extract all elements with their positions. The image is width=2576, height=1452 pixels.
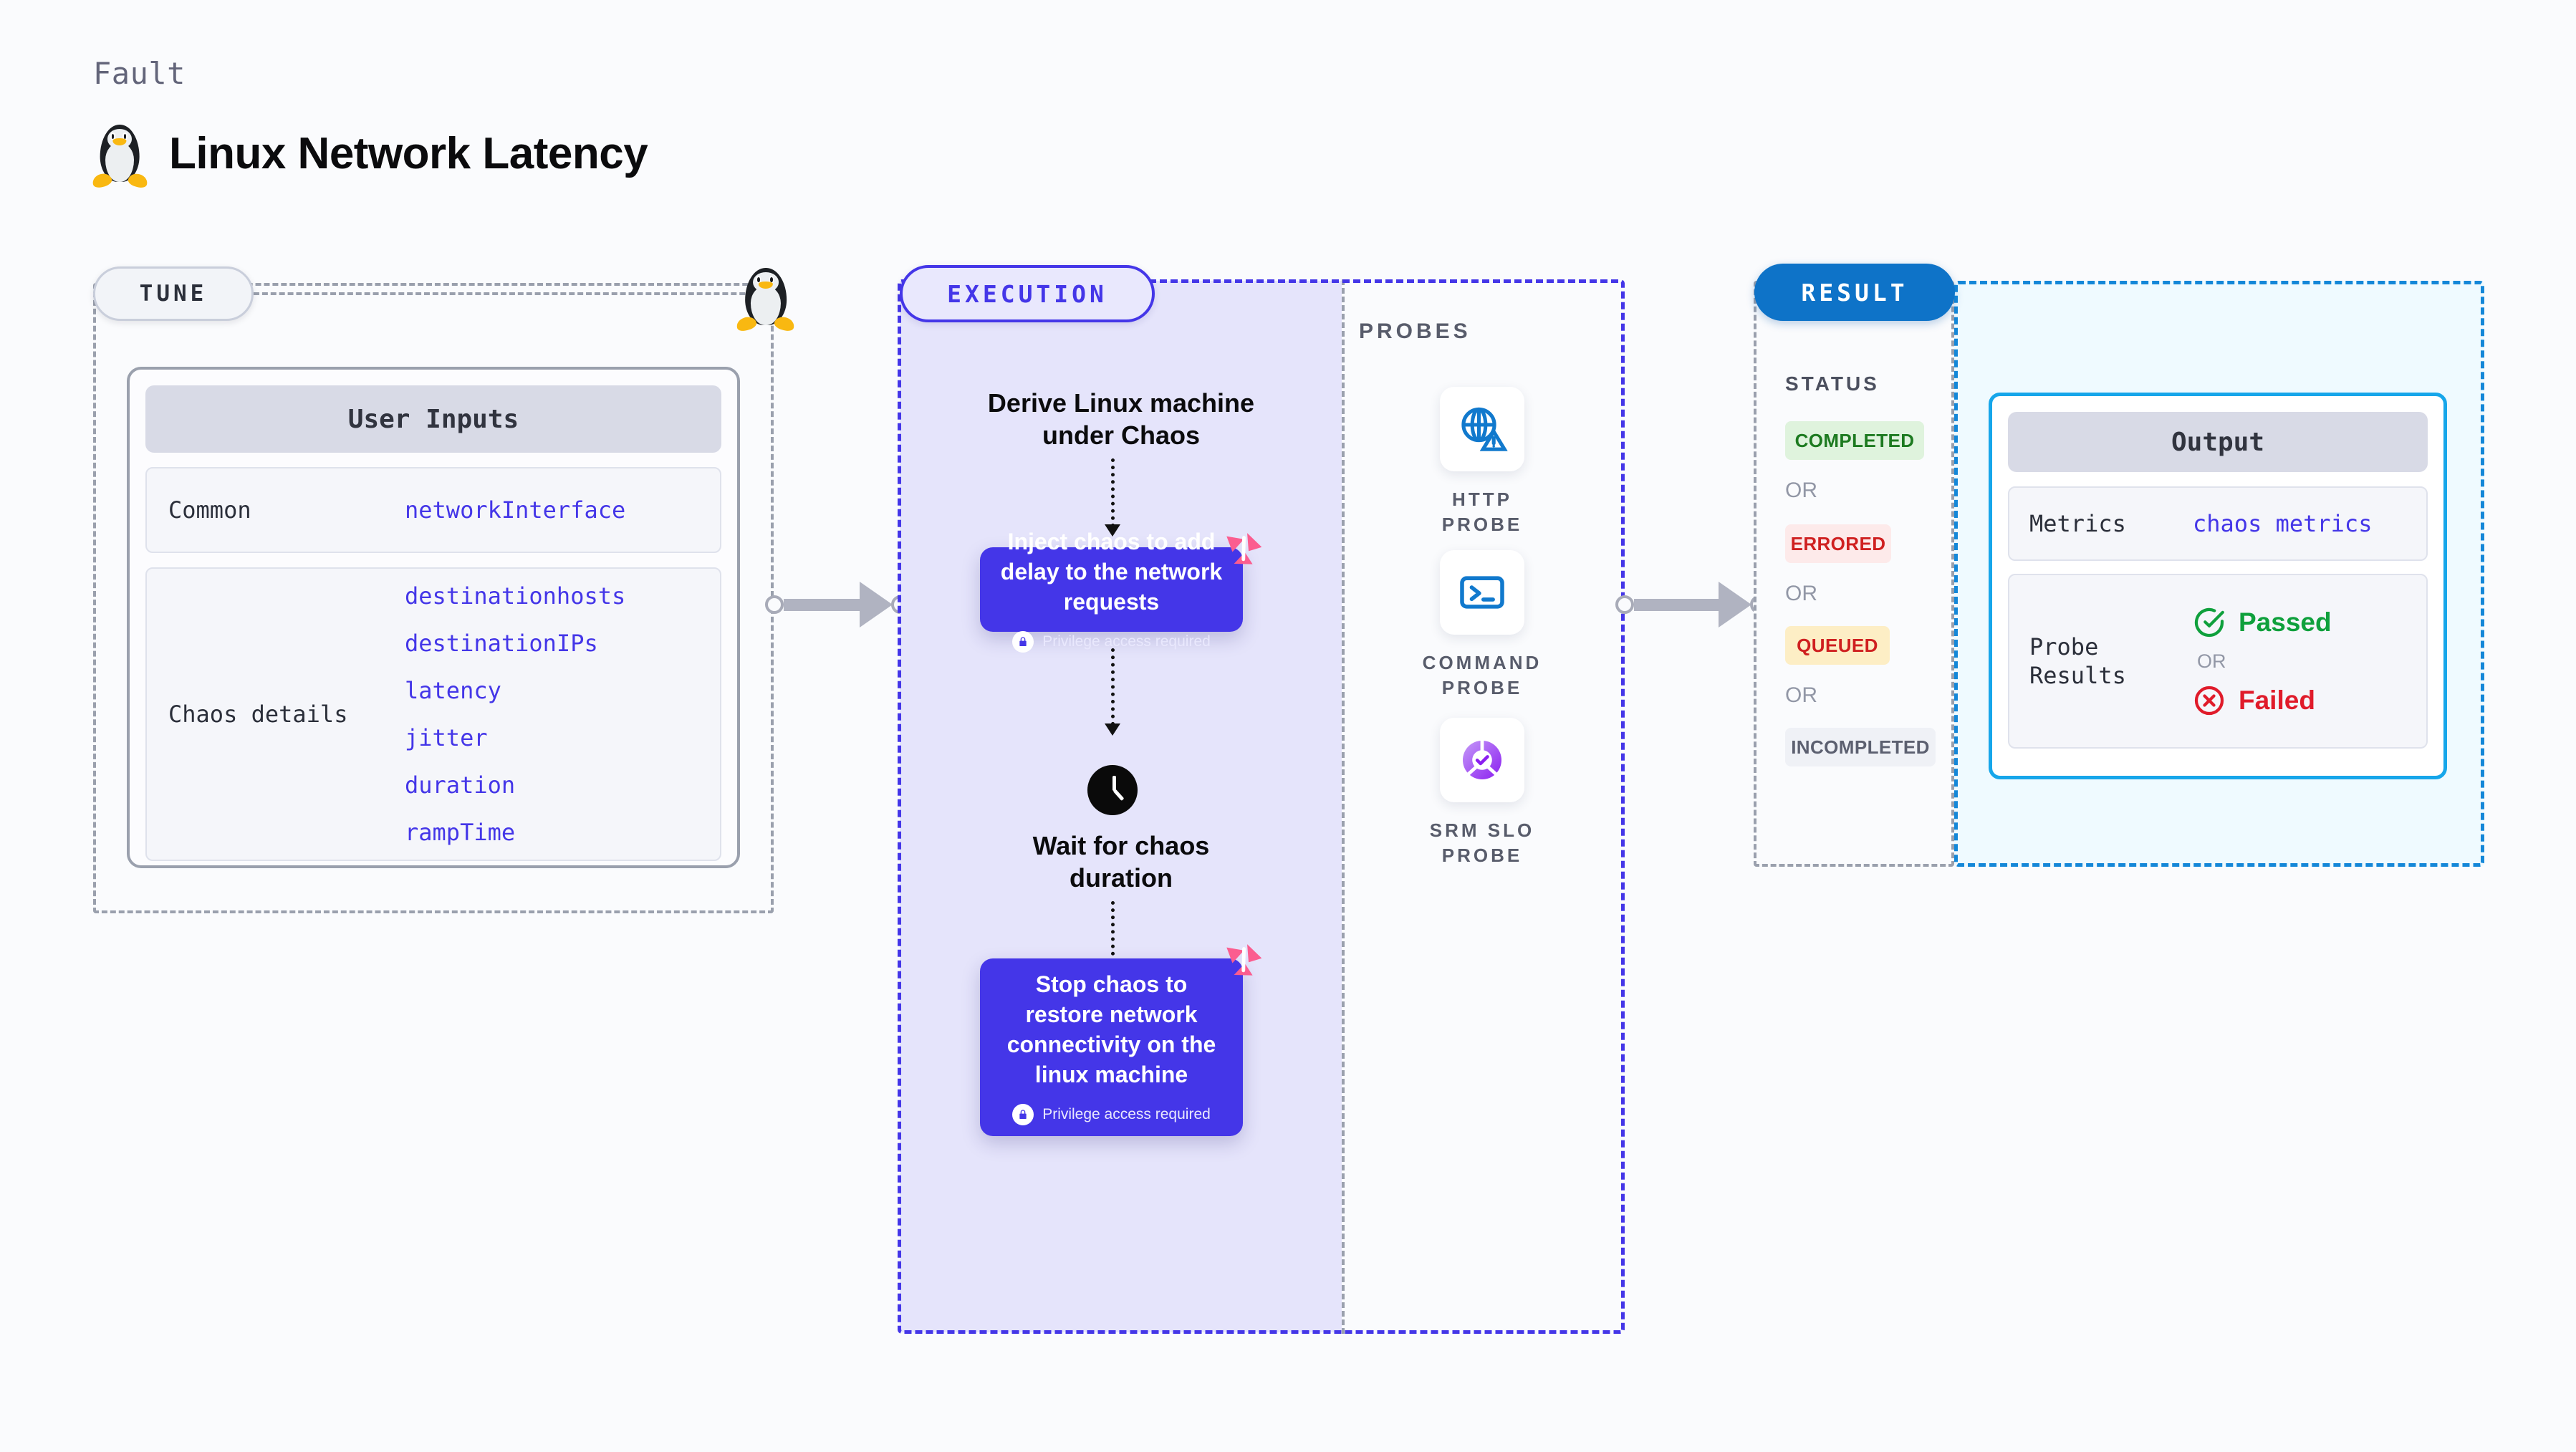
page-title: Linux Network Latency <box>169 128 648 178</box>
step-inject-chaos-text: Inject chaos to add delay to the network… <box>1000 528 1223 615</box>
or-label: OR <box>1785 683 1817 707</box>
probe-caption: HTTP PROBE <box>1441 489 1523 536</box>
probe-result-passed: Passed <box>2193 606 2332 639</box>
result-status-region <box>1754 281 1954 867</box>
harness-logo-icon <box>1226 944 1261 976</box>
step-wait-title: Wait for chaos duration <box>1032 831 1210 893</box>
connector-tune-to-execution <box>765 582 910 628</box>
lock-icon <box>1012 631 1034 653</box>
status-label: STATUS <box>1785 372 1880 395</box>
connector-arrowhead <box>1719 582 1751 628</box>
tune-value: jitter <box>405 724 488 751</box>
status-badge-completed: COMPLETED <box>1785 421 1924 460</box>
tune-row-chaos-details: Chaos details destinationhosts destinati… <box>145 567 721 861</box>
flow-line-2 <box>1111 648 1115 726</box>
probes-label: PROBES <box>1359 319 1471 343</box>
or-label: OR <box>1785 479 1817 502</box>
tune-value: networkInterface <box>405 496 626 524</box>
probe-caption: SRM SLO PROBE <box>1429 819 1535 867</box>
probe-srm-slo[interactable]: SRM SLO PROBE <box>1414 718 1550 868</box>
privilege-note: Privilege access required <box>1012 1104 1211 1126</box>
probe-tile <box>1440 718 1524 802</box>
tune-value: duration <box>405 771 516 799</box>
probe-command[interactable]: COMMAND PROBE <box>1414 550 1550 701</box>
tune-pill[interactable]: TUNE <box>93 266 254 321</box>
slo-check-donut-icon <box>1463 736 1501 779</box>
step-derive-title: Derive Linux machine under Chaos <box>987 388 1255 450</box>
probe-tile <box>1440 550 1524 635</box>
flow-arrow-1 <box>1105 524 1120 537</box>
page-title-row: Linux Network Latency <box>90 120 648 191</box>
tune-row-label: Chaos details <box>168 701 348 728</box>
probe-tile <box>1440 387 1524 471</box>
tune-value: rampTime <box>405 819 516 846</box>
output-card-title: Output <box>2008 412 2428 472</box>
page-kicker: Fault <box>93 56 186 91</box>
flow-line-1 <box>1111 458 1115 527</box>
output-row-probe-results: Probe Results Passed OR Faile <box>2008 574 2428 749</box>
probe-failed-text: Failed <box>2239 685 2315 715</box>
clock-icon <box>1087 765 1138 815</box>
execution-region <box>898 279 1625 1334</box>
harness-logo-icon <box>1226 533 1261 564</box>
metrics-value: chaos metrics <box>2193 510 2373 537</box>
connector-arrowhead <box>860 582 893 628</box>
step-stop-chaos-text: Stop chaos to restore network connectivi… <box>1006 971 1216 1088</box>
result-pill[interactable]: RESULT <box>1754 264 1955 321</box>
output-card: Output Metrics chaos metrics Probe Resul… <box>1989 393 2447 779</box>
lock-icon <box>1012 1104 1034 1126</box>
tune-top-dashed-line <box>254 292 762 295</box>
user-inputs-title: User Inputs <box>145 385 721 453</box>
tune-value: destinationhosts <box>405 582 626 610</box>
status-badge-errored: ERRORED <box>1785 524 1891 563</box>
status-badge-incompleted: INCOMPLETED <box>1785 728 1936 766</box>
linux-penguin-marker-icon <box>735 264 797 334</box>
step-inject-chaos-box[interactable]: Inject chaos to add delay to the network… <box>980 529 1261 653</box>
check-circle-icon <box>2194 607 2224 637</box>
probe-caption: COMMAND PROBE <box>1422 652 1542 699</box>
flow-arrow-2 <box>1105 723 1120 736</box>
execution-pill[interactable]: EXECUTION <box>900 265 1155 322</box>
tune-row-label: Common <box>168 496 251 524</box>
status-badge-queued: QUEUED <box>1785 626 1890 665</box>
probe-passed-text: Passed <box>2239 607 2332 637</box>
probe-result-failed: Failed <box>2193 684 2332 717</box>
tune-value: destinationIPs <box>405 630 598 657</box>
globe-warning-icon <box>1461 407 1508 451</box>
output-row-label: Metrics <box>2029 510 2126 537</box>
flow-line-3 <box>1111 901 1115 970</box>
linux-penguin-icon <box>90 120 149 191</box>
connector-execution-to-result <box>1615 582 1769 628</box>
privilege-note: Privilege access required <box>1012 631 1211 653</box>
output-row-metrics: Metrics chaos metrics <box>2008 486 2428 561</box>
x-circle-icon <box>2194 686 2224 715</box>
tune-row-values: networkInterface <box>405 496 625 524</box>
connector-bar <box>1634 598 1719 611</box>
user-inputs-card: User Inputs Common networkInterface Chao… <box>127 367 740 868</box>
output-row-values: chaos metrics <box>2193 510 2372 537</box>
step-stop-chaos-box[interactable]: Stop chaos to restore network connectivi… <box>980 944 1261 1136</box>
connector-dot <box>1615 595 1634 614</box>
connector-dot <box>765 595 784 614</box>
or-label: OR <box>1785 582 1817 605</box>
privilege-text: Privilege access required <box>1042 633 1211 650</box>
tune-value: latency <box>405 677 501 704</box>
tune-row-values: destinationhosts destinationIPs latency … <box>405 582 625 846</box>
tune-row-common: Common networkInterface <box>145 467 721 553</box>
or-label: OR <box>2197 650 2226 672</box>
connector-bar <box>784 598 860 611</box>
output-row-label: Probe Results <box>2029 633 2126 689</box>
terminal-prompt-icon <box>1460 576 1504 609</box>
probe-http[interactable]: HTTP PROBE <box>1414 387 1550 537</box>
probe-result-values: Passed OR Failed <box>2193 606 2332 717</box>
privilege-text: Privilege access required <box>1042 1106 1211 1123</box>
